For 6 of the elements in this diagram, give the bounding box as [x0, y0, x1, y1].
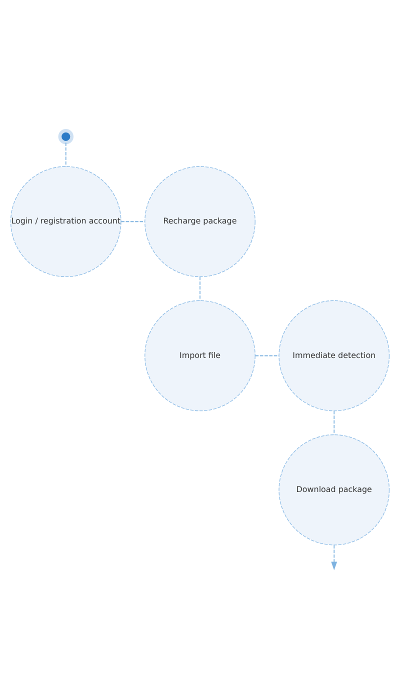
- connector: [120, 221, 146, 222]
- connector: [254, 355, 280, 356]
- node-circle: [58, 129, 74, 144]
- connector: [334, 410, 335, 436]
- connector: [65, 142, 66, 167]
- arrow: [331, 544, 338, 570]
